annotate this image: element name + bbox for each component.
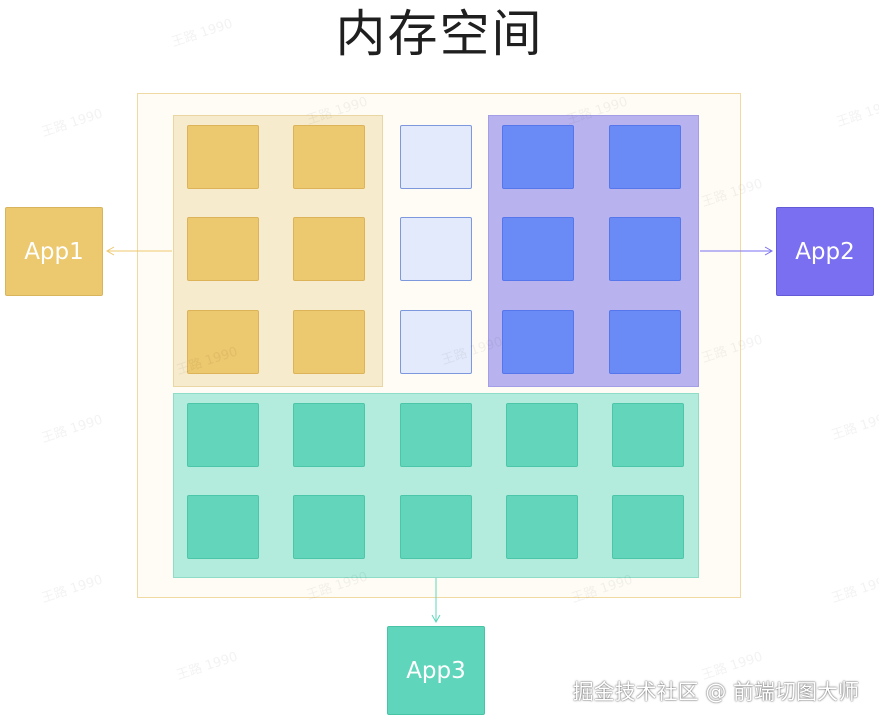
app3-block (400, 403, 472, 467)
credit-text: 掘金技术社区 @ 前端切图大师 (572, 680, 859, 704)
diagram-title: 内存空间 (335, 5, 544, 63)
arrow-to-app3 (431, 578, 441, 624)
app3-block (187, 403, 259, 467)
arrow-to-app2 (700, 246, 774, 256)
free-block (400, 310, 472, 374)
app2-block (502, 310, 574, 374)
app3-block (612, 495, 684, 559)
arrow-to-app1 (105, 246, 172, 256)
app1-block (293, 125, 365, 189)
app2-block (609, 310, 681, 374)
app3-block (293, 403, 365, 467)
free-block (400, 125, 472, 189)
app3-block (400, 495, 472, 559)
app1-block (293, 310, 365, 374)
app2-block (609, 217, 681, 281)
app1-block (187, 310, 259, 374)
app2-block (609, 125, 681, 189)
app2-block (502, 217, 574, 281)
app2-label: App2 (795, 238, 855, 265)
app3-block (187, 495, 259, 559)
app3-box: App3 (387, 626, 485, 715)
app2-box: App2 (776, 207, 874, 296)
app3-block (506, 495, 578, 559)
app1-block (187, 125, 259, 189)
app1-block (293, 217, 365, 281)
app3-block (293, 495, 365, 559)
app3-block (612, 403, 684, 467)
app2-block (502, 125, 574, 189)
free-block (400, 217, 472, 281)
app1-label: App1 (24, 238, 84, 265)
app3-label: App3 (406, 657, 466, 684)
app3-block (506, 403, 578, 467)
app1-block (187, 217, 259, 281)
app1-box: App1 (5, 207, 103, 296)
